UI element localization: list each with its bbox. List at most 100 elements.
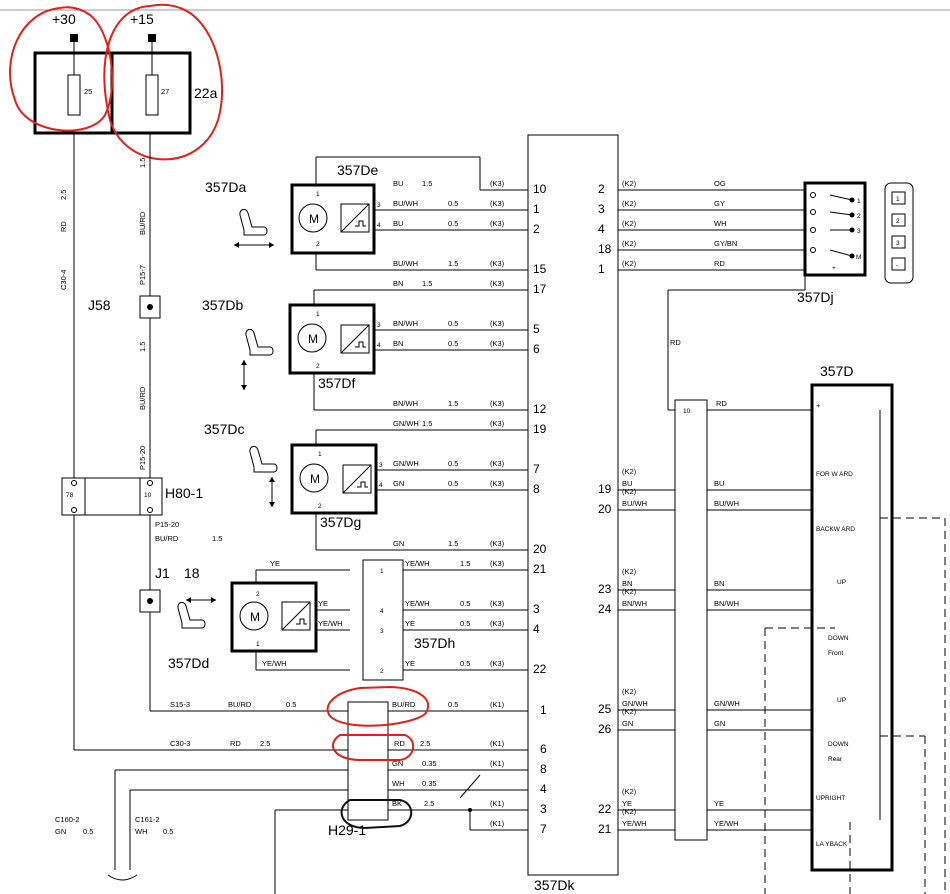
h29-s15-color: BU/RD [228, 700, 252, 709]
right-color-1: GY [714, 199, 725, 208]
wire-size-11: 1.5 [448, 539, 458, 548]
dk-d-pin-3: 24 [598, 602, 612, 616]
motor-357dg: M 1 2 3 4 357Dg 357Dc [204, 421, 528, 551]
wire-color-2: BU [393, 219, 403, 228]
switch-357dj: 1 2 3 M + 357Dj 1 2 3 - [797, 181, 914, 305]
df-pin3: 3 [377, 322, 381, 329]
dk-pin-0: 10 [533, 182, 547, 196]
d-color-0: BU [622, 479, 632, 488]
j1-number: 18 [184, 565, 200, 581]
h29-label: H29-1 [328, 822, 366, 838]
wire-size-6: 0.5 [448, 339, 458, 348]
dk-pin-7: 7 [540, 822, 547, 836]
dj-pin-m: M [856, 254, 861, 261]
supply-plus30-label: +30 [52, 11, 76, 27]
dk-pin-8: 19 [533, 422, 547, 436]
fusebox-22a: +30 +15 25 27 22a [33, 11, 218, 135]
wire-connector-5: (K3) [490, 319, 505, 328]
label-up-front: UP [837, 579, 846, 586]
dj-key-1: 1 [896, 196, 900, 203]
d-color-5: GN [622, 719, 633, 728]
dk-d-pin-6: 22 [598, 802, 612, 816]
h29-c30-size: 2.5 [260, 739, 270, 748]
fusebox-label: 22a [194, 85, 218, 101]
wire-connector-9: (K3) [490, 459, 505, 468]
label-upright: UPRIGHT [816, 795, 845, 802]
d-color2-7: YE/WH [714, 819, 739, 828]
connector-j58: J58 [88, 295, 161, 319]
wire-color-10: GN [393, 479, 404, 488]
dk-pin-6: 6 [533, 342, 540, 356]
wire-connector-6: (K3) [490, 339, 505, 348]
black-markup-pin2 [340, 799, 413, 830]
connector-middle: 10 RD RD [670, 338, 727, 841]
wire-size-7: 1.5 [448, 399, 458, 408]
connector-h29-1: H29-1 [107, 701, 528, 894]
dh-pin1: 1 [380, 568, 384, 575]
wire-color-9: GN/WH [393, 459, 419, 468]
fuse-b-label: 27 [161, 87, 169, 96]
h29-pin15-k: (K1) [490, 759, 505, 768]
fuse-a-label: 25 [84, 87, 92, 96]
wire-connector-10: (K3) [490, 479, 505, 488]
h29-c30-label: C30-3 [170, 739, 190, 748]
wire-color-0: BU [393, 179, 403, 188]
dk-right-pin-3: 18 [598, 242, 612, 256]
wire-color-6: BN [393, 339, 403, 348]
df-pin2: 2 [316, 363, 320, 370]
c160-color: GN [55, 827, 66, 836]
da-label: 357Da [205, 179, 246, 195]
dk-pin-15: 22 [533, 662, 547, 676]
dk-pin-s15: 1 [540, 703, 547, 717]
c161-size: 0.5 [163, 827, 173, 836]
wire-size-0: 1.5 [422, 179, 432, 188]
d-k-1: (K2) [622, 487, 637, 496]
dk-right-pin-0: 2 [598, 182, 605, 196]
wire-color-3: BU/WH [393, 259, 418, 268]
dk-d-pin-4: 25 [598, 702, 612, 716]
h29-pin15-wire: GN [392, 759, 403, 768]
d-color2-4: GN/WH [714, 699, 740, 708]
c160-size: 0.5 [83, 827, 93, 836]
dd-ye-label: YE [270, 559, 280, 568]
j1-label: J1 [155, 565, 170, 581]
connector-357dh: 1 4 3 2 357Dh [362, 559, 528, 681]
label-forward: FOR W ARD [816, 471, 853, 478]
connector-h80-1: 78 10 H80-1 P15-20 BU/RD 1.5 [61, 477, 222, 543]
dg-pin1: 1 [318, 451, 322, 458]
label-layback: LA YBACK [816, 841, 848, 848]
dh-pin2: 2 [380, 668, 384, 675]
d-color-6: YE [622, 799, 632, 808]
wire-connector-7: (K3) [490, 399, 505, 408]
right-color-0: OG [714, 179, 726, 188]
dk-pin-4: 4 [540, 782, 547, 796]
dj-key-3: 3 [896, 240, 900, 247]
wire-size-4: 1.5 [422, 279, 432, 288]
dg-label: 357Dg [320, 514, 361, 530]
wire-connector-12: (K3) [490, 559, 505, 568]
h29-pin1-size: 2.5 [420, 739, 430, 748]
d-plus: + [816, 401, 821, 410]
c160-label: C160-2 [55, 815, 80, 824]
d-color2-3: BN/WH [714, 599, 739, 608]
dk-right-pin-4: 1 [598, 262, 605, 276]
d-color2-1: BU/WH [714, 499, 739, 508]
right-color-3: GY/BN [714, 239, 737, 248]
dk-pin-4: 17 [533, 282, 547, 296]
d-label: 357D [820, 363, 853, 379]
wire-color-5: BN/WH [393, 319, 418, 328]
de-pin1: 1 [316, 191, 320, 198]
d-k-7: (K2) [622, 807, 637, 816]
dk-d-pin-7: 21 [598, 822, 612, 836]
de-pin2: 2 [316, 241, 320, 248]
wire-size-5: 0.5 [448, 319, 458, 328]
dk-d-pin-2: 23 [598, 582, 612, 596]
label-down-rear: DOWN [828, 741, 849, 748]
h29-pin19-wire: WH [392, 779, 405, 788]
wire-connector-15: (K3) [490, 659, 505, 668]
h29-pin2-size: 2.5 [424, 799, 434, 808]
dk-pin-13: 3 [533, 602, 540, 616]
wire-size-1: 0.5 [448, 199, 458, 208]
d-color-1: BU/WH [622, 499, 647, 508]
